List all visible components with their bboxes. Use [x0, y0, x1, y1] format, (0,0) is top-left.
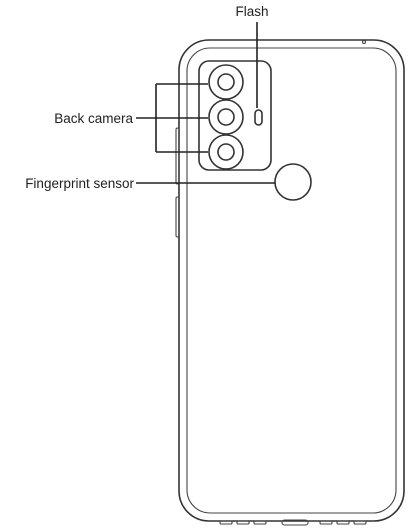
- fingerprint-sensor-label: Fingerprint sensor: [25, 176, 134, 191]
- phone-body-outline: [178, 39, 405, 522]
- back-camera-lens-bottom: [208, 134, 244, 170]
- back-camera-lens-top: [208, 64, 244, 100]
- power-button: [175, 196, 180, 238]
- back-camera-leader-lines: [136, 83, 208, 153]
- flash-led: [254, 109, 263, 126]
- back-camera-label: Back camera: [54, 111, 133, 126]
- top-microphone-hole: [361, 39, 367, 45]
- back-camera-lens-middle: [208, 99, 244, 135]
- camera-module: [198, 60, 272, 171]
- bottom-microphone-grille: [319, 520, 367, 525]
- usb-port: [281, 519, 309, 526]
- fingerprint-sensor: [274, 163, 312, 201]
- bottom-speaker-grille: [219, 520, 267, 525]
- flash-label: Flash: [235, 4, 268, 19]
- phone-body-inner-outline: [186, 47, 397, 514]
- volume-button: [175, 127, 180, 185]
